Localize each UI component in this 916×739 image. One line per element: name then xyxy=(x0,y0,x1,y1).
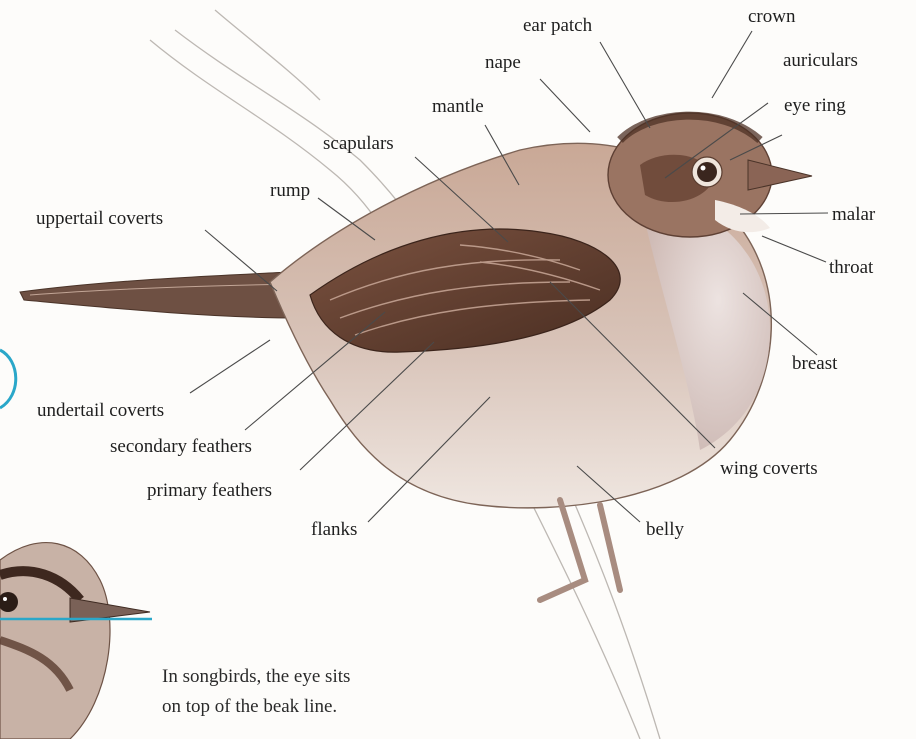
label-uppertail-coverts: uppertail coverts xyxy=(36,209,163,228)
caption-line-1: In songbirds, the eye sits xyxy=(162,662,350,692)
label-flanks: flanks xyxy=(311,520,357,539)
caption-line-2: on top of the beak line. xyxy=(162,692,350,722)
label-primary-feathers: primary feathers xyxy=(147,481,272,500)
label-secondary-feathers: secondary feathers xyxy=(110,437,252,456)
secondary-bird-head xyxy=(0,543,150,739)
label-nape: nape xyxy=(485,53,521,72)
left-edge-accent xyxy=(0,350,16,408)
label-mantle: mantle xyxy=(432,97,484,116)
label-wing-coverts: wing coverts xyxy=(720,459,818,478)
label-scapulars: scapulars xyxy=(323,134,394,153)
label-malar: malar xyxy=(832,205,875,224)
caption: In songbirds, the eye sits on top of the… xyxy=(162,662,350,722)
label-throat: throat xyxy=(829,258,873,277)
tail xyxy=(20,272,300,318)
label-ear-patch: ear patch xyxy=(523,16,592,35)
label-undertail-coverts: undertail coverts xyxy=(37,401,164,420)
label-auriculars: auriculars xyxy=(783,51,858,70)
label-belly: belly xyxy=(646,520,684,539)
label-eye-ring: eye ring xyxy=(784,96,846,115)
label-rump: rump xyxy=(270,181,310,200)
label-crown: crown xyxy=(748,7,795,26)
beak xyxy=(748,160,812,190)
label-breast: breast xyxy=(792,354,837,373)
eye xyxy=(697,162,717,182)
